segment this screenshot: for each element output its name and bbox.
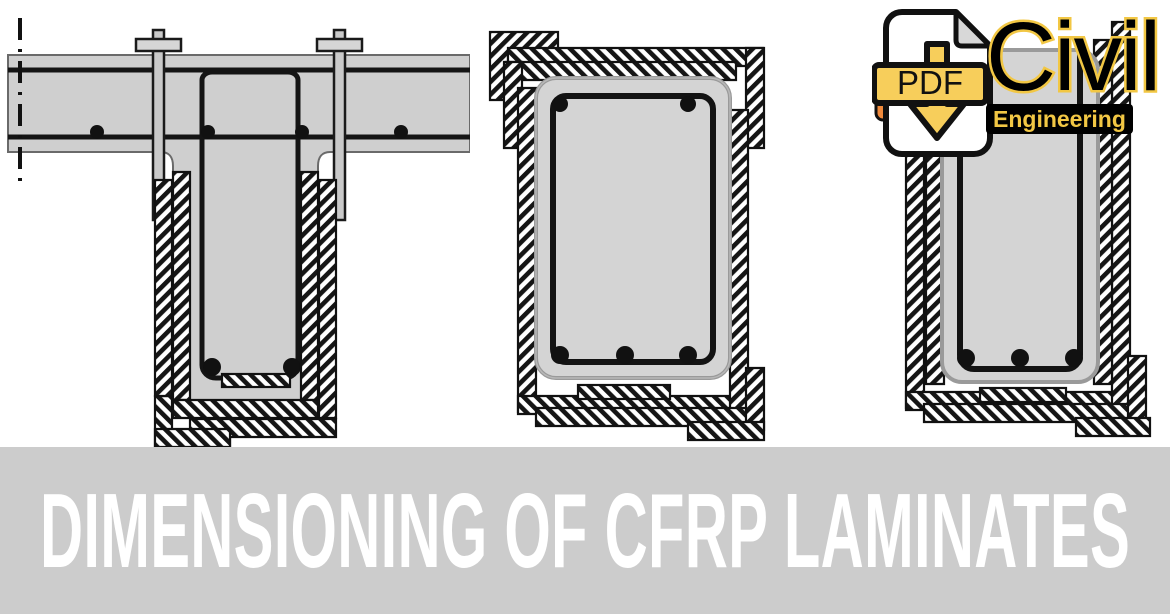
brand-civil-text: Civil [984, 0, 1164, 114]
cfrp-wrap-corner-lower-right [686, 366, 766, 442]
pdf-badge-label: PDF [897, 64, 963, 101]
cfrp-u-jacket-soffit-band-1 [171, 398, 320, 420]
concrete-column-section [534, 76, 732, 380]
brand-engineering-label: Engineering [993, 105, 1126, 132]
brand-engineering-bar: Engineering [986, 104, 1133, 134]
cfrp-wrap-layer-2 [502, 60, 738, 150]
longitudinal-rebar-dots [551, 96, 697, 364]
cfrp-u-jacket-right-leg-outer [317, 178, 338, 420]
cfrp-u-jacket-soffit-band [922, 354, 1152, 438]
figure-column-full-wrap-cfrp [488, 30, 766, 442]
stirrup [550, 93, 716, 365]
figure-t-beam-cfrp [7, 18, 470, 447]
cfrp-flexural-laminate-strip [576, 383, 672, 401]
stirrup-anchor-right [315, 28, 364, 222]
svg-text:Civil: Civil [986, 12, 1159, 111]
page-title-text: DIMENSIONING OF CFRP LAMINATES [40, 471, 1131, 590]
pdf-download-icon[interactable]: PDF [872, 8, 1000, 160]
title-band: DIMENSIONING OF CFRP LAMINATES [0, 447, 1170, 614]
site-logo[interactable]: PDF Civil Engineering [872, 0, 1170, 160]
concrete-t-section [7, 54, 470, 407]
cfrp-flexural-laminate-strip [220, 372, 292, 389]
longitudinal-rebar-dots [90, 125, 408, 376]
cfrp-flexural-laminate-strip [978, 386, 1068, 404]
cfrp-u-jacket-left-leg [171, 170, 192, 402]
cfrp-u-jacket-right-leg [299, 170, 320, 402]
brand-wordmark[interactable]: Civil Engineering [984, 0, 1170, 152]
cfrp-u-jacket-soffit-band-3 [153, 427, 232, 447]
longitudinal-rebar-dots [957, 349, 1083, 367]
